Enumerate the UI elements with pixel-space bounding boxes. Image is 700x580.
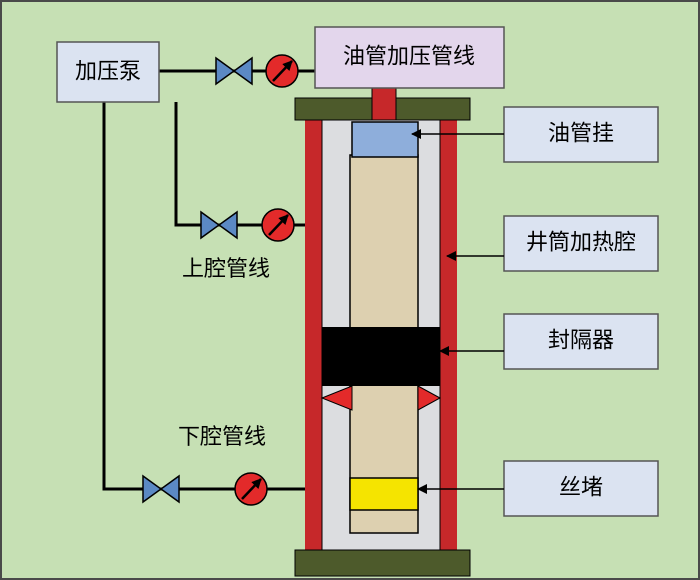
bottom-flange [294, 549, 471, 577]
plug-box: 丝堵 [503, 460, 659, 517]
pressure-gauge-icon [265, 54, 299, 88]
pressure-gauge-icon [234, 472, 268, 506]
pump-label: 加压泵 [75, 60, 141, 85]
tubing-hanger [351, 121, 419, 158]
tubing-hanger-label: 油管挂 [548, 122, 614, 147]
wellbore [294, 86, 471, 577]
packer [322, 327, 440, 386]
heating-chamber-box: 井筒加热腔 [503, 215, 659, 272]
upper-chamber-line-label: 上腔管线 [182, 257, 270, 282]
lower-chamber-line-label: 下腔管线 [178, 425, 266, 450]
plug-label: 丝堵 [559, 476, 603, 501]
pressure-gauge-icon [261, 208, 295, 242]
tubing-connector [371, 86, 397, 121]
pump-box: 加压泵 [56, 41, 160, 103]
valve-icon [142, 474, 180, 504]
heating-chamber-label: 井筒加热腔 [526, 231, 636, 256]
packer-slip-left [320, 385, 353, 411]
packer-slip-right [417, 385, 442, 411]
tubing-pressure-line-box: 油管加压管线 [314, 26, 505, 89]
tubing-pressure-line-label: 油管加压管线 [343, 45, 475, 70]
plug [349, 477, 419, 511]
valve-icon [200, 210, 238, 240]
packer-box: 封隔器 [503, 313, 659, 370]
valve-icon [215, 56, 253, 86]
pointer-arrows [411, 129, 504, 494]
packer-label: 封隔器 [548, 329, 614, 354]
tubing-hanger-box: 油管挂 [503, 106, 659, 163]
